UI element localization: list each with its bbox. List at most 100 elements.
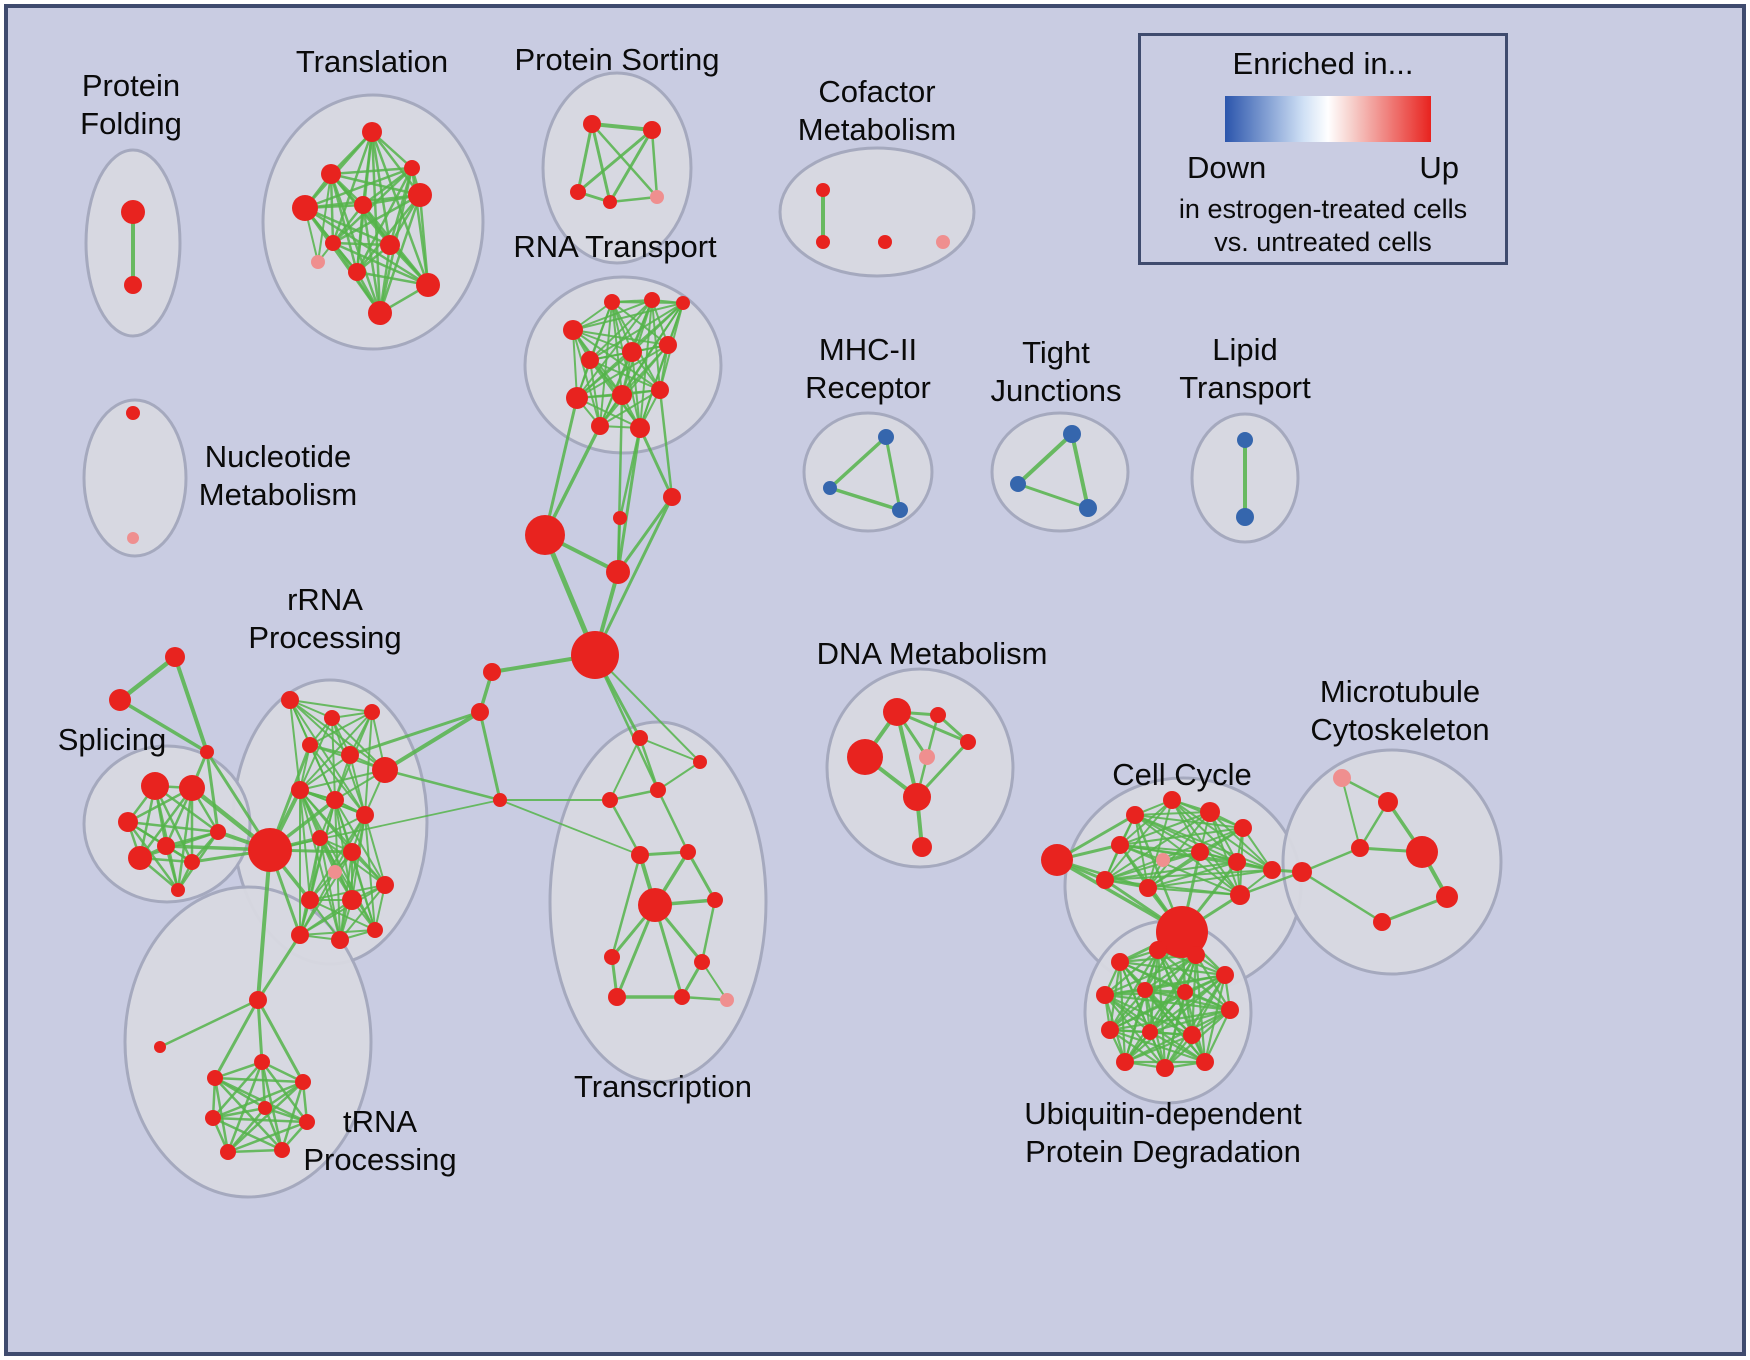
network-edge — [364, 814, 386, 886]
network-edge — [355, 166, 414, 274]
network-node-T3 — [404, 160, 420, 176]
cluster-label-microtubule-cytoskeleton: Cytoskeleton — [1310, 712, 1489, 747]
cluster-cofactor-metabolism — [778, 146, 976, 278]
network-node-N2 — [127, 532, 139, 544]
network-node-M2 — [823, 481, 837, 495]
cluster-label-rrna-processing: Processing — [248, 620, 401, 655]
network-node-PS1 — [583, 115, 601, 133]
network-edge — [364, 814, 376, 931]
legend-down-label: Down — [1187, 150, 1267, 185]
network-node-M1 — [878, 429, 894, 445]
network-node-R17 — [331, 931, 349, 949]
network-edge — [572, 329, 578, 399]
network-edge — [329, 172, 335, 245]
network-node-MT6 — [1436, 886, 1458, 908]
network-node-R6 — [372, 757, 398, 783]
network-node-TR9 — [604, 949, 620, 965]
network-node-T6 — [408, 183, 432, 207]
network-edge — [895, 710, 919, 799]
network-edge — [1171, 799, 1201, 853]
network-node-D4 — [847, 739, 883, 775]
network-edge — [1300, 846, 1362, 874]
network-edge — [1163, 990, 1187, 1070]
network-node-U9 — [1101, 1021, 1119, 1039]
network-edge — [329, 172, 359, 274]
network-edge — [1016, 482, 1090, 510]
network-node-TR12 — [674, 989, 690, 1005]
network-node-T11 — [368, 301, 392, 325]
network-node-U7 — [1177, 984, 1193, 1000]
network-edge — [256, 998, 264, 1064]
network-edge — [158, 998, 260, 1049]
network-node-PS4 — [603, 195, 617, 209]
cluster-splicing — [82, 744, 252, 904]
network-edge — [260, 1060, 284, 1152]
network-edge — [608, 128, 654, 204]
network-node-S0 — [200, 745, 214, 759]
network-edge — [1104, 861, 1238, 881]
network-edge — [1070, 432, 1090, 510]
network-node-RT2 — [604, 294, 620, 310]
network-node-D3 — [960, 734, 976, 750]
legend-title: Enriched in... — [1232, 46, 1414, 81]
network-edge — [289, 699, 366, 816]
network-edge — [572, 302, 684, 331]
network-edge — [589, 302, 684, 361]
network-edge — [543, 424, 602, 537]
cluster-label-cell-cycle: Cell Cycle — [1112, 757, 1252, 792]
network-edge — [638, 426, 674, 499]
network-edge — [1104, 811, 1211, 881]
network-node-Q5 — [258, 1101, 272, 1115]
network-node-R2 — [324, 710, 340, 726]
network-node-U1 — [1111, 953, 1129, 971]
network-node-TR2 — [693, 755, 707, 769]
network-node-D7 — [912, 837, 932, 857]
network-edge — [256, 933, 302, 1002]
network-edge — [576, 122, 594, 194]
network-edge — [213, 1060, 264, 1080]
network-edge — [303, 166, 414, 210]
network-node-TR5 — [631, 846, 649, 864]
network-edge — [1147, 869, 1273, 889]
network-node-Q6 — [299, 1114, 315, 1130]
cluster-label-nucleotide-metabolism: Nucleotide — [205, 439, 351, 474]
network-edge — [213, 1076, 284, 1152]
network-edge — [593, 653, 660, 792]
network-node-TR1 — [632, 730, 648, 746]
network-edge — [1108, 1008, 1232, 1032]
cluster-label-trna-processing: Processing — [303, 1142, 456, 1177]
cluster-label-rna-transport: RNA Transport — [513, 229, 717, 264]
network-edge — [1203, 1008, 1232, 1064]
cluster-label-trna-processing: tRNA — [343, 1104, 417, 1139]
network-node-T12 — [311, 255, 325, 269]
network-edge — [650, 128, 659, 199]
network-edge — [138, 786, 194, 860]
network-edge — [317, 173, 332, 263]
network-node-CC12 — [1156, 906, 1208, 958]
cluster-label-nucleotide-metabolism: Metabolism — [199, 477, 358, 512]
network-node-RT8 — [566, 387, 588, 409]
network-edge — [226, 1120, 309, 1154]
network-node-T10 — [348, 263, 366, 281]
network-node-Q2 — [254, 1054, 270, 1070]
cluster-label-protein-sorting: Protein Sorting — [514, 42, 719, 77]
network-node-TR10 — [694, 954, 710, 970]
network-node-TJ1 — [1063, 425, 1081, 443]
network-edge — [657, 761, 701, 791]
network-edge — [383, 768, 502, 802]
cluster-label-ubiquitin-degradation: Ubiquitin-dependent — [1024, 1096, 1302, 1131]
network-edge — [370, 130, 392, 247]
network-node-D6 — [903, 783, 931, 811]
cluster-label-rrna-processing: rRNA — [287, 582, 363, 617]
network-node-SP3 — [525, 515, 565, 555]
cluster-dna-metabolism — [825, 667, 1015, 869]
network-node-TR11 — [608, 988, 626, 1006]
network-edge — [153, 784, 194, 864]
network-node-CC1 — [1126, 806, 1144, 824]
network-node-U12 — [1116, 1053, 1134, 1071]
network-node-RT5 — [581, 351, 599, 369]
network-node-D5 — [919, 749, 935, 765]
network-node-U10 — [1142, 1024, 1158, 1040]
network-node-CC10 — [1139, 879, 1157, 897]
